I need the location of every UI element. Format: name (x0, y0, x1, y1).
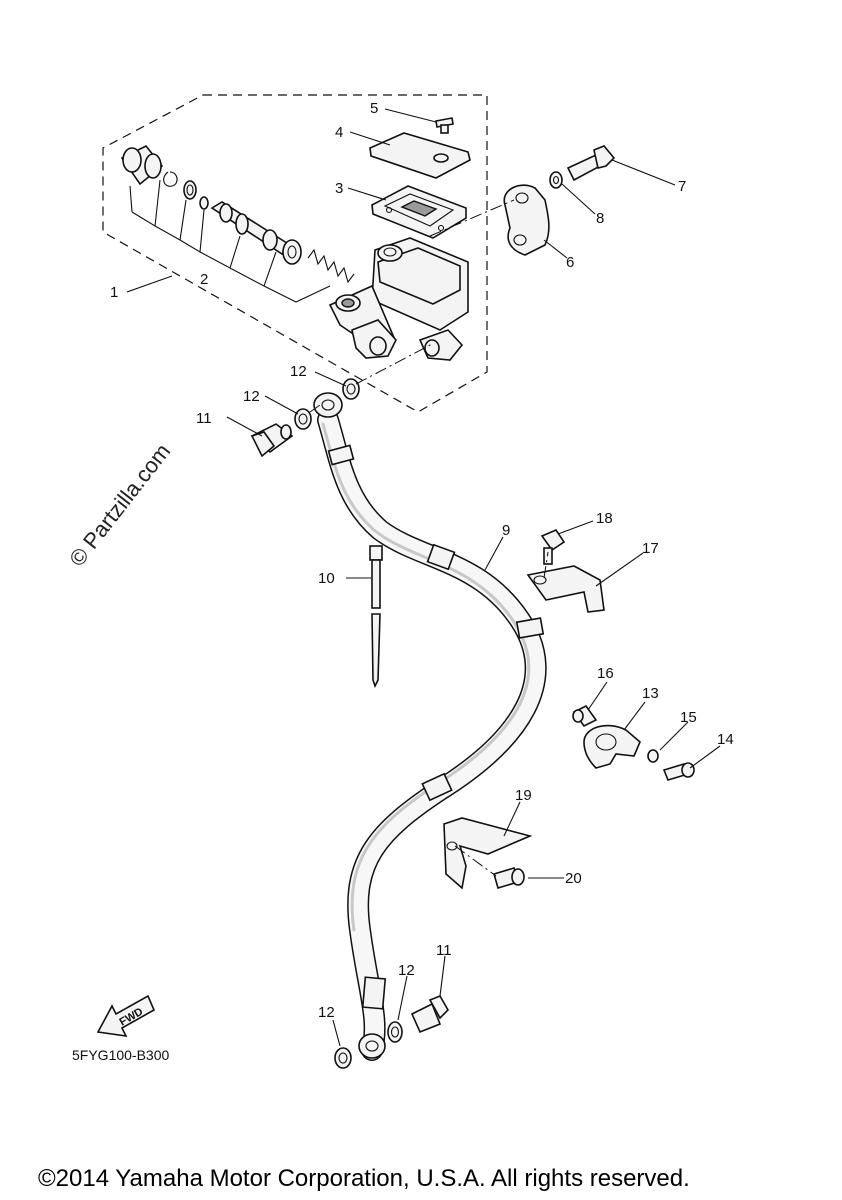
part-11-union-bolt-bottom[interactable] (410, 994, 449, 1034)
callout-10: 10 (318, 570, 335, 587)
assembly-line-top (309, 343, 433, 413)
part-8-washer[interactable] (549, 171, 563, 189)
callout-17: 17 (642, 540, 659, 557)
part-11-union-bolt-top[interactable] (250, 423, 294, 458)
part-2-piston-kit[interactable] (120, 144, 355, 284)
assembly-boundary (102, 94, 488, 413)
callout-13: 13 (642, 685, 659, 702)
leader-lines (126, 108, 721, 1047)
part-13-clamp[interactable] (583, 724, 641, 769)
callout-6: 6 (566, 254, 574, 271)
watermark-text: © Partzilla.com (64, 439, 175, 571)
callout-1: 1 (110, 284, 118, 301)
callout-11-top: 11 (196, 410, 212, 427)
callout-14: 14 (717, 731, 734, 748)
callout-5: 5 (370, 100, 378, 117)
part-12-washer-bottom-right[interactable] (387, 1021, 403, 1043)
fwd-arrow-icon: FWD (96, 994, 156, 1038)
callout-8: 8 (596, 210, 604, 227)
callout-9: 9 (502, 522, 510, 539)
assembly-line-clamp (543, 551, 549, 579)
callout-3: 3 (335, 180, 343, 197)
leader-2 (129, 179, 331, 303)
part-6-holder[interactable] (503, 184, 550, 256)
assembly-line-holder (429, 199, 515, 237)
part-10-cable-tie[interactable] (369, 545, 383, 689)
part-3-diaphragm[interactable] (371, 185, 467, 239)
part-12-washer-left[interactable] (294, 408, 312, 430)
part-4-reservoir-cap[interactable] (369, 132, 471, 179)
callout-12-bottom-right: 12 (398, 962, 415, 979)
part-20-bolt[interactable] (493, 867, 525, 889)
part-19-bracket[interactable] (443, 817, 533, 890)
part-12-washer-bottom-left[interactable] (334, 1047, 352, 1069)
part-14-screw[interactable] (662, 762, 695, 781)
diagram-code: 5FYG100-B300 (72, 1047, 169, 1063)
callout-7: 7 (678, 178, 686, 195)
callout-20: 20 (565, 870, 582, 887)
part-18-bolt[interactable] (540, 529, 566, 565)
callout-12-top: 12 (290, 363, 307, 380)
callout-16: 16 (597, 665, 614, 682)
part-15-washer[interactable] (647, 749, 659, 763)
assembly-line-bracket (454, 845, 497, 877)
callout-12-bottom-left: 12 (318, 1004, 335, 1021)
callout-11-bottom: 11 (436, 942, 452, 959)
part-9-brake-hose[interactable] (313, 392, 547, 1061)
callout-18: 18 (596, 510, 613, 527)
callout-19: 19 (515, 787, 532, 804)
part-12-washer-top[interactable] (342, 378, 360, 400)
part-7-bolt[interactable] (566, 145, 616, 182)
part-17-clamp[interactable] (526, 565, 605, 613)
copyright-text: ©2014 Yamaha Motor Corporation, U.S.A. A… (38, 1165, 690, 1192)
part-5-screw[interactable] (435, 117, 454, 134)
fwd-label: FWD (118, 1006, 146, 1029)
callout-15: 15 (680, 709, 697, 726)
master-cylinder-body[interactable] (328, 237, 469, 361)
callout-12-left: 12 (243, 388, 260, 405)
callout-2: 2 (200, 271, 208, 288)
part-16-collar[interactable] (572, 704, 598, 728)
callout-4: 4 (335, 124, 343, 141)
